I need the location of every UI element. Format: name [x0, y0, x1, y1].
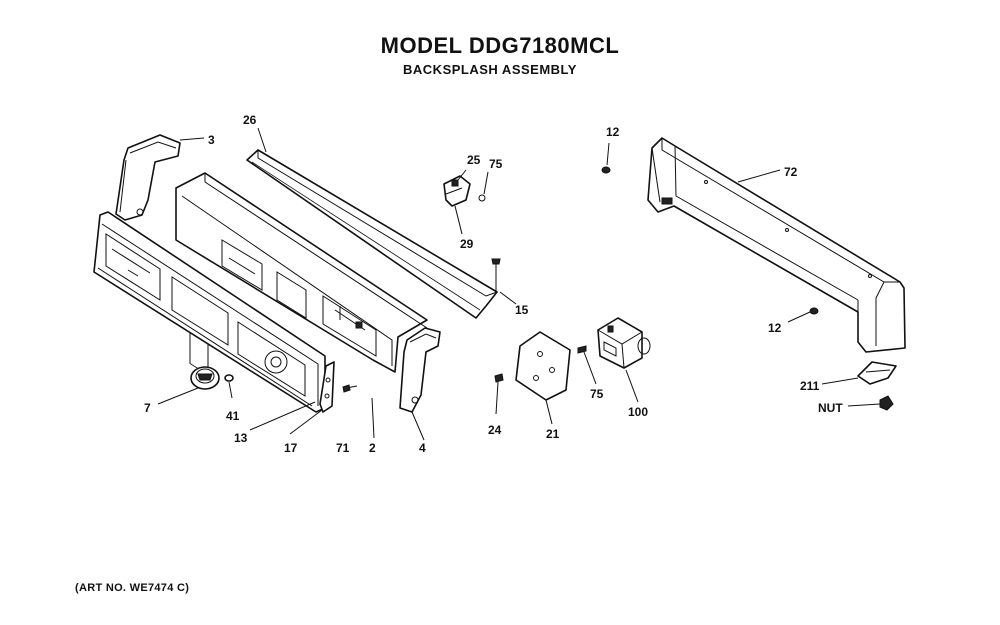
callout-15: 15 — [515, 303, 529, 317]
hex-nut — [879, 395, 894, 411]
timer-screw — [577, 345, 587, 354]
callout-26: 26 — [243, 113, 257, 127]
callout-4: 4 — [419, 441, 426, 455]
callout-nut: NUT — [818, 401, 843, 415]
callout-7: 7 — [144, 401, 151, 415]
knob-clip — [224, 374, 234, 382]
callout-41: 41 — [226, 409, 240, 423]
top-trim-strip — [246, 149, 498, 319]
callout-24: 24 — [488, 423, 502, 437]
art-number: (ART NO. WE7474 C) — [75, 582, 190, 594]
control-housing-frame — [175, 172, 428, 376]
callout-21: 21 — [546, 427, 560, 441]
callout-17: 17 — [284, 441, 298, 455]
callout-12-upper: 12 — [606, 125, 620, 139]
timer-module — [597, 317, 651, 369]
switch-bracket — [443, 175, 486, 207]
upper-fastener — [601, 166, 611, 174]
panel-clip-strip — [319, 361, 335, 413]
callout-211: 211 — [800, 379, 820, 393]
board-screw — [494, 373, 504, 383]
model-title: MODEL DDG7180MCL — [380, 33, 620, 58]
callout-100: 100 — [628, 405, 648, 419]
control-board — [515, 331, 571, 401]
callout-71: 71 — [336, 441, 350, 455]
long-screw — [491, 258, 501, 292]
callout-12-lower: 12 — [768, 321, 782, 335]
callout-72: 72 — [784, 165, 798, 179]
assembly-subtitle: BACKSPLASH ASSEMBLY — [403, 62, 577, 77]
left-end-bracket — [115, 134, 181, 221]
right-end-bracket — [399, 327, 441, 413]
control-knob — [190, 366, 220, 390]
lower-fastener — [809, 307, 819, 315]
mounting-clip — [857, 361, 897, 385]
callout-2: 2 — [369, 441, 376, 455]
callout-13: 13 — [234, 431, 248, 445]
callout-3: 3 — [208, 133, 215, 147]
callout-75-upper: 75 — [489, 157, 503, 171]
leader-lines — [157, 127, 881, 441]
backsplash-cover — [647, 137, 906, 353]
mounting-screw — [342, 384, 358, 393]
callout-75-lower: 75 — [590, 387, 604, 401]
callout-29: 29 — [460, 237, 474, 251]
callout-25: 25 — [467, 153, 481, 167]
